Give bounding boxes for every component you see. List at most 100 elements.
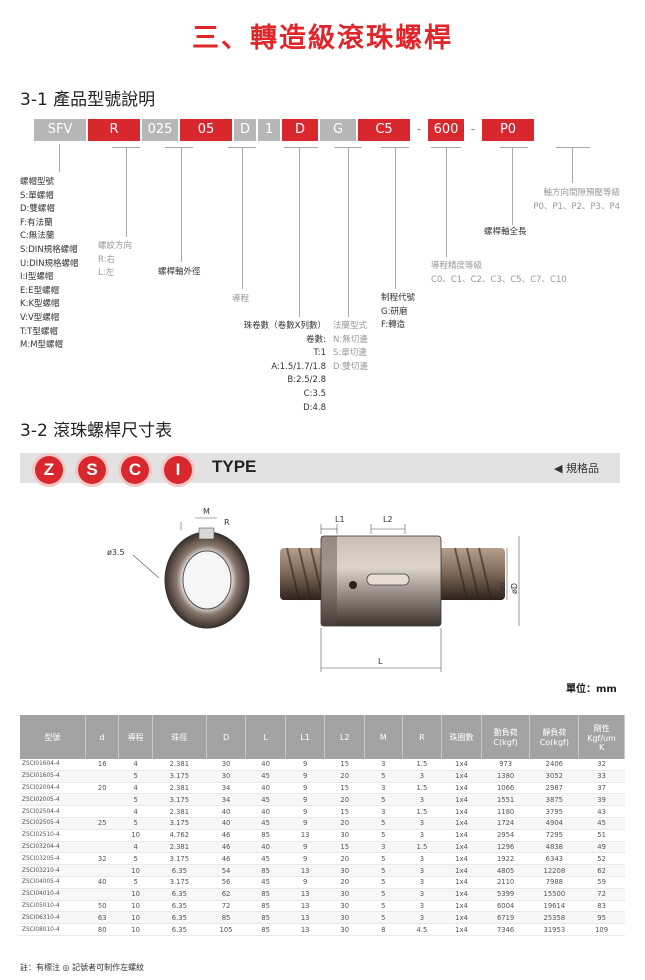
table-cell: 3 <box>364 759 403 771</box>
table-cell: 8 <box>364 923 403 936</box>
table-cell: 3795 <box>529 805 579 818</box>
table-cell: 6004 <box>481 900 530 913</box>
dim-r: R <box>224 518 230 527</box>
note-nut-type: 螺帽型號 S:單螺帽 D:雙螺帽 F:有法蘭 C:無法蘭 S:DIN規格螺帽 U… <box>20 177 79 351</box>
table-cell: 3 <box>402 852 442 866</box>
table-cell: 32 <box>85 852 119 866</box>
table-cell: 10 <box>118 829 153 842</box>
table-cell: 13 <box>285 829 325 842</box>
table-cell <box>85 805 119 818</box>
table-cell: 30 <box>324 829 365 842</box>
table-cell: 3.175 <box>152 876 207 889</box>
table-cell: 3052 <box>529 770 579 783</box>
table-cell: 10 <box>118 911 153 925</box>
table-cell: 1724 <box>481 817 530 830</box>
table-cell <box>85 864 119 877</box>
column-header: 珠圈數 <box>441 715 482 759</box>
leader-lead-v <box>242 147 243 289</box>
table-cell: 3.175 <box>152 817 207 830</box>
table-cell: 1x4 <box>441 770 482 783</box>
table-cell: 15500 <box>529 888 579 901</box>
type-banner <box>20 453 620 483</box>
leader-accuracy-v <box>446 147 447 257</box>
table-cell: ZSCI08010-4 <box>20 923 86 936</box>
table-cell: 1x4 <box>441 852 482 866</box>
table-cell: 1x4 <box>441 911 482 925</box>
table-cell: 20 <box>324 852 365 866</box>
table-cell: ZSCI02505-4 <box>20 817 86 830</box>
code-segment: - <box>412 119 426 141</box>
table-cell: 13 <box>285 923 325 936</box>
dim-d: ød <box>498 582 507 592</box>
table-cell: 46 <box>206 852 246 866</box>
table-cell: 43 <box>578 805 625 818</box>
table-cell: 5 <box>118 817 153 830</box>
code-segment: C5 <box>358 119 410 141</box>
table-cell: 10 <box>118 900 153 913</box>
table-cell: 63 <box>85 911 119 925</box>
table-cell: 1.5 <box>402 841 442 854</box>
leader-turns-v <box>299 147 300 317</box>
table-cell: 3 <box>402 900 442 913</box>
spec-link[interactable]: ◀ 規格品 <box>554 462 599 475</box>
table-cell: 15 <box>324 782 365 795</box>
table-cell: 5 <box>118 852 153 866</box>
table-cell: 46 <box>206 841 246 854</box>
dim-l2: L2 <box>383 515 393 524</box>
footnote-label: 註： <box>20 963 36 972</box>
table-cell: 15 <box>324 759 365 771</box>
table-cell: 40 <box>85 876 119 889</box>
table-cell: 1x4 <box>441 841 482 854</box>
table-cell <box>85 793 119 807</box>
table-cell: 3 <box>402 829 442 842</box>
table-cell: 9 <box>285 782 325 795</box>
note-turns: 珠卷數（卷數X列數） 卷數: T:1 A:1.5/1.7/1.8 B:2.5/2… <box>243 321 326 413</box>
leader-flange-v <box>348 147 349 317</box>
table-cell: 45 <box>245 817 286 830</box>
note-thread-dir: 螺紋方向 R:右 L:左 <box>98 241 133 279</box>
table-cell: 1380 <box>481 770 530 783</box>
table-cell: 72 <box>578 888 625 901</box>
table-cell: 13 <box>285 864 325 877</box>
table-cell: 54 <box>206 864 246 877</box>
type-badge: C <box>121 456 149 484</box>
table-cell: 1066 <box>481 782 530 795</box>
table-cell: 4.762 <box>152 829 207 842</box>
leader-preload <box>556 147 590 148</box>
table-cell: 2.381 <box>152 782 207 795</box>
table-cell: ZSCI04005-4 <box>20 876 86 889</box>
table-cell: 1.5 <box>402 782 442 795</box>
table-cell: 1x4 <box>441 782 482 795</box>
table-cell: 45 <box>245 793 286 807</box>
unit-label: 單位：mm <box>566 684 617 695</box>
table-cell: 2987 <box>529 782 579 795</box>
table-cell: 62 <box>206 888 246 901</box>
table-cell: 1x4 <box>441 888 482 901</box>
leader-length <box>500 147 528 148</box>
table-cell: 1x4 <box>441 793 482 807</box>
table-cell: 9 <box>285 805 325 818</box>
column-header: L <box>245 715 286 759</box>
table-cell: 9 <box>285 876 325 889</box>
table-cell: 1x4 <box>441 864 482 877</box>
table-cell: 5 <box>364 817 403 830</box>
table-cell: 1.5 <box>402 805 442 818</box>
table-cell: 4 <box>118 841 153 854</box>
column-header: 導程 <box>118 715 153 759</box>
table-cell: 3.175 <box>152 852 207 866</box>
dim-hole: ø3.5 <box>107 548 125 557</box>
table-cell: 49 <box>578 841 625 854</box>
table-cell: 6719 <box>481 911 530 925</box>
table-cell: ZSCI05010-4 <box>20 900 86 913</box>
note-flange: 法蘭型式 N:無切邊 S:單切邊 D:雙切邊 <box>333 321 368 372</box>
table-cell: 85 <box>245 911 286 925</box>
table-cell: 3 <box>402 793 442 807</box>
table-cell: 40 <box>245 805 286 818</box>
